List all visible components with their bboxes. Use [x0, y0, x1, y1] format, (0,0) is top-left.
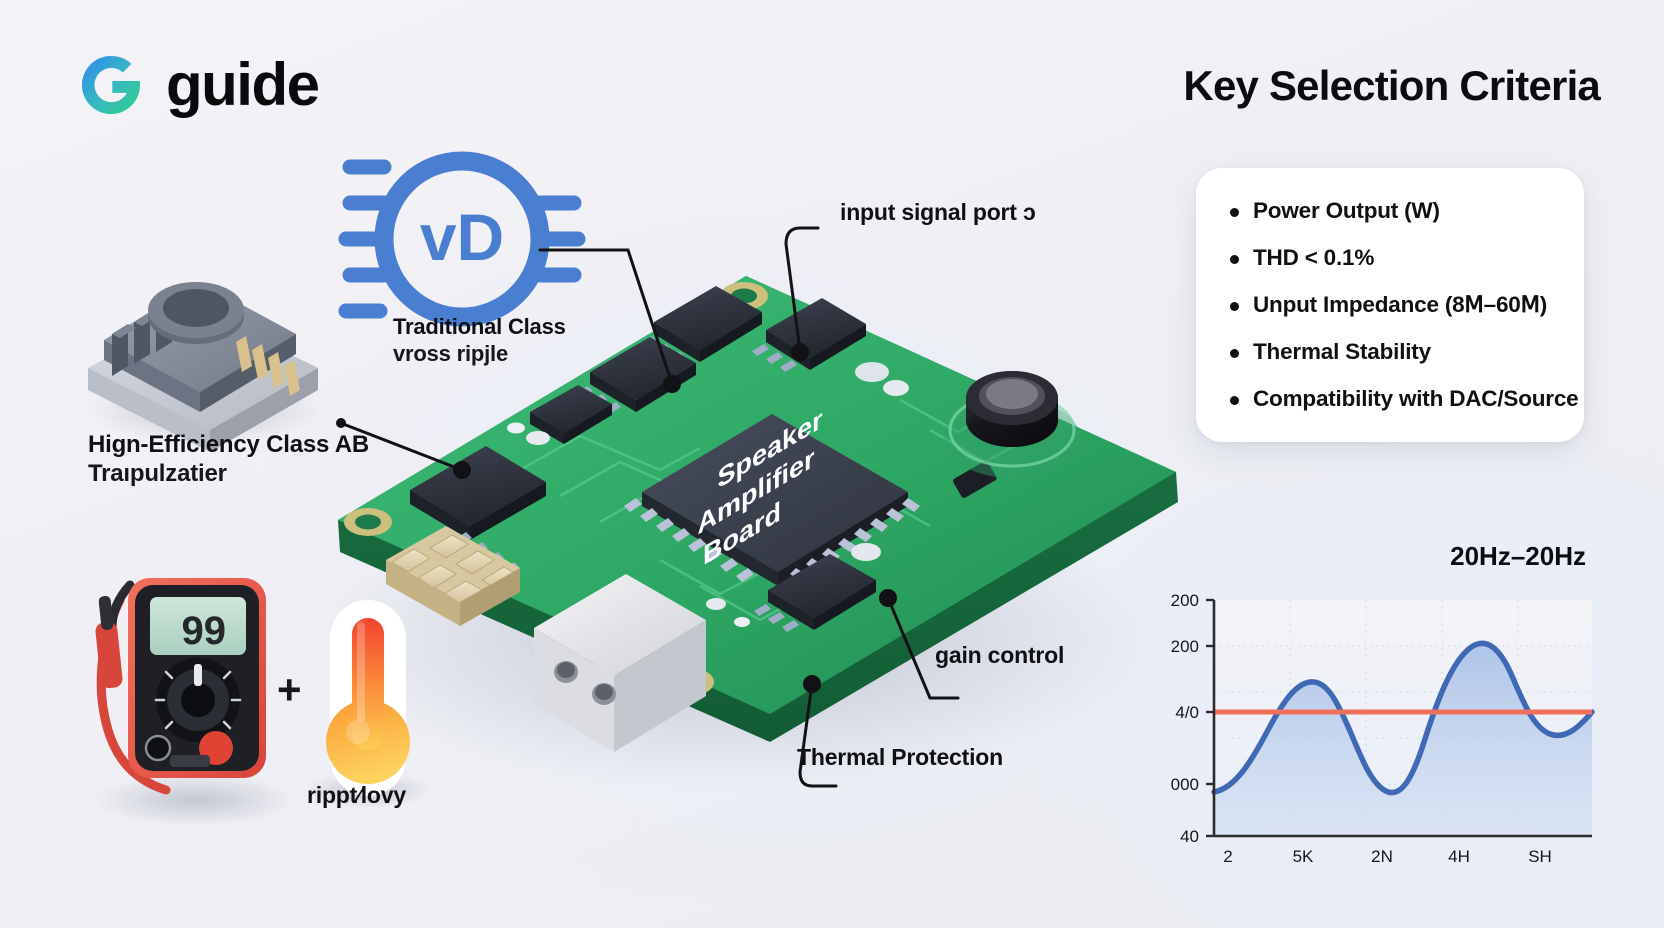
brand-name: guide: [166, 51, 320, 118]
pcb-traces: [519, 398, 1041, 622]
criteria-label: Power Output (W): [1253, 198, 1440, 223]
x-tick-label: 2: [1223, 847, 1232, 866]
list-item: THD < 0.1%: [1230, 245, 1554, 271]
brand-logo: guide: [78, 51, 320, 118]
criteria-label: THD < 0.1%: [1253, 245, 1375, 270]
panel-title: Key Selection Criteria: [1183, 62, 1600, 109]
list-item: Thermal Stability: [1230, 339, 1554, 365]
bullet-icon: [1230, 396, 1239, 405]
board-shadow: [320, 490, 1160, 790]
chart-plot-background: [1214, 600, 1592, 836]
smd-resistor: [953, 461, 997, 498]
chip-label-line1: Speaker: [717, 404, 822, 495]
ic-chip-icon: vD: [338, 151, 586, 327]
bullet-icon: [1230, 302, 1239, 311]
leader-lines: [336, 226, 960, 788]
label-class-ab-line2: Traıpulzatier: [88, 460, 227, 488]
bullet-icon: [1230, 349, 1239, 358]
criteria-list: Power Output (W) THD < 0.1% Unput Impeda…: [1230, 198, 1579, 412]
y-tick-label: 200: [1171, 637, 1199, 656]
probe-lead-black: [107, 580, 135, 633]
main-chip: Speaker Amplifier Board: [624, 404, 920, 586]
bullet-icon: [1230, 255, 1239, 264]
criteria-label: Thermal Stability: [1253, 339, 1431, 364]
x-tick-label: 4H: [1448, 847, 1470, 866]
thermometer-icon: [306, 600, 430, 808]
chart-x-tick-labels: 2 5K 2Ν 4H SH: [1223, 847, 1552, 866]
y-tick-label: 200: [1171, 591, 1199, 610]
label-traditional-line1: Traditional Class: [393, 314, 566, 339]
label-traditional-class: Traditional Class vross ripjle: [393, 313, 633, 368]
chip-label-line2: Amplifier: [698, 443, 815, 541]
probe-lead-red: [96, 595, 171, 795]
pin-header: [386, 526, 521, 626]
y-tick-label: 000: [1171, 775, 1199, 794]
label-thermal-protection: Thermal Protection: [797, 744, 1003, 770]
y-tick-label: 4/0: [1175, 703, 1199, 722]
list-item: Unput Impedance (8Ⅿ–60Ⅿ): [1230, 292, 1554, 318]
x-tick-label: 5K: [1293, 847, 1314, 866]
multimeter-body: [128, 578, 266, 778]
x-tick-label: 2Ν: [1371, 847, 1393, 866]
gain-control-knob: [944, 371, 1080, 478]
criteria-label: Unput Impedance (8Ⅿ–60Ⅿ): [1253, 292, 1548, 317]
chip-label-line3: Board: [703, 496, 781, 571]
screw-terminal-block: [534, 574, 706, 752]
y-tick-label: 40: [1180, 827, 1199, 846]
chart-y-tick-labels: 200 200 4/0 000 40: [1171, 591, 1199, 846]
chip-icon-text: vD: [420, 200, 504, 274]
label-traditional-line2: vross ripjle: [393, 341, 508, 367]
guide-g-logo-icon: [81, 55, 141, 115]
chart-gridlines: [1214, 600, 1592, 836]
list-item: Power Output (W): [1230, 198, 1554, 224]
label-class-ab-line1: Hign-Efficiency Class AB: [88, 431, 370, 458]
chart-title: 20Hz–20Hz: [1450, 541, 1586, 571]
x-tick-label: SH: [1528, 847, 1552, 866]
chip-pins: [624, 498, 920, 582]
label-gain-control: gain control: [935, 642, 1065, 668]
transistor-legs: [236, 336, 300, 396]
multimeter-icon: 99: [95, 578, 295, 826]
chart-area-fill: [1214, 643, 1592, 836]
thermometer-bulb: [326, 700, 410, 784]
thermometer-mercury: [352, 618, 384, 750]
multimeter-display: [150, 597, 246, 655]
key-selection-criteria-card: Power Output (W) THD < 0.1% Unput Impeda…: [1196, 168, 1584, 442]
bullet-icon: [1230, 208, 1239, 217]
label-ripple: rippt∕lovy: [307, 782, 406, 808]
chart-y-ticks: [1206, 598, 1214, 838]
label-input-signal-port: input signal port ͻ: [840, 199, 1036, 225]
chart-series-line: [1211, 640, 1595, 796]
heatsink-fins: [112, 288, 194, 376]
label-class-ab: Hign-Efficiency Class AB Traıpulzatier: [88, 430, 418, 489]
list-item: Compatibility with DAC/Source: [1230, 386, 1579, 412]
capacitors: [507, 362, 909, 627]
plus-sign: +: [277, 666, 302, 713]
multimeter-value: 99: [182, 609, 227, 653]
criteria-label: Compatibility with DAC/Source: [1253, 386, 1579, 411]
leader-dots: [336, 343, 897, 693]
chip-pins-icon: [338, 159, 586, 319]
heatsink-transistor-icon: [87, 282, 323, 452]
